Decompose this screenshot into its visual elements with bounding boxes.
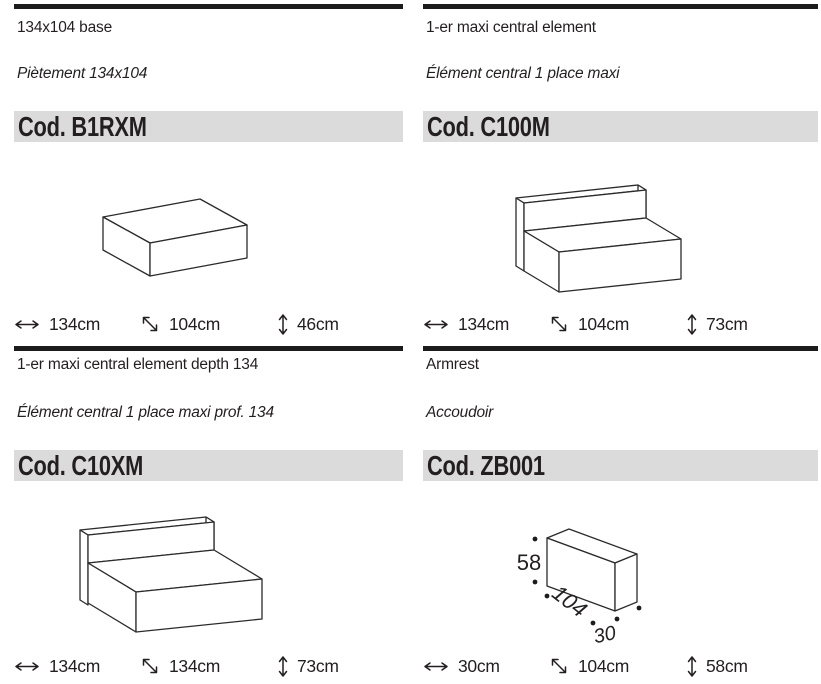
- depth-arrow-icon: [549, 656, 569, 676]
- base-ottoman-drawing: [102, 198, 248, 277]
- product-title-fr: Piètement 134x104: [17, 65, 148, 82]
- depth-arrow-icon: [140, 656, 160, 676]
- armrest-depth-label: 30: [592, 622, 618, 648]
- height-dimension: 73cm: [278, 654, 339, 678]
- depth-dimension: 104cm: [140, 312, 220, 336]
- dimension-row: 134cm 104cm 46cm: [14, 312, 403, 336]
- product-code-bar: Cod. C100M: [423, 111, 818, 142]
- dimension-value: 134cm: [458, 313, 510, 334]
- dimension-value: 46cm: [297, 313, 339, 334]
- product-title-en: 1-er maxi central element depth 134: [17, 356, 259, 373]
- dimension-value: 73cm: [297, 655, 339, 676]
- section-divider: [423, 346, 818, 351]
- dimension-value: 30cm: [458, 655, 500, 676]
- section-divider: [423, 4, 818, 9]
- dimension-value: 104cm: [578, 313, 630, 334]
- product-code: Cod. C10XM: [18, 450, 144, 481]
- product-cell-central-element-depth-134: 1-er maxi central element depth 134 Élém…: [14, 345, 403, 684]
- width-arrow-icon: [423, 660, 449, 673]
- section-divider: [14, 4, 403, 9]
- dimension-row: 30cm 104cm 58cm: [423, 654, 818, 678]
- product-title-en: 1-er maxi central element: [426, 19, 596, 36]
- dimension-value: 58cm: [706, 655, 748, 676]
- dimension-value: 104cm: [578, 655, 630, 676]
- product-code-bar: Cod. B1RXM: [14, 111, 403, 142]
- dimension-row: 134cm 134cm 73cm: [14, 654, 403, 678]
- product-title-en: 134x104 base: [17, 19, 112, 36]
- product-cell-armrest: Armrest Accoudoir Cod. ZB001 30cm 104cm: [423, 345, 818, 684]
- central-element-depth-134-drawing: [79, 516, 263, 633]
- height-arrow-icon: [687, 313, 697, 336]
- dimension-row: 134cm 104cm 73cm: [423, 312, 818, 336]
- width-arrow-icon: [423, 318, 449, 331]
- width-arrow-icon: [14, 660, 40, 673]
- dimension-value: 134cm: [49, 655, 101, 676]
- depth-arrow-icon: [549, 314, 569, 334]
- depth-dimension: 104cm: [549, 312, 629, 336]
- armrest-drawing: 58 104 30: [517, 528, 642, 648]
- product-code: Cod. ZB001: [427, 450, 545, 481]
- armrest-height-label: 58: [517, 550, 541, 575]
- height-dimension: 46cm: [278, 312, 339, 336]
- width-dimension: 134cm: [14, 312, 100, 336]
- product-code: Cod. C100M: [427, 111, 550, 142]
- product-title-fr: Accoudoir: [426, 404, 494, 421]
- dimension-value: 134cm: [49, 313, 101, 334]
- height-arrow-icon: [687, 655, 697, 678]
- product-code-bar: Cod. C10XM: [14, 450, 403, 481]
- product-title-en: Armrest: [426, 356, 479, 373]
- product-code: Cod. B1RXM: [18, 111, 147, 142]
- width-dimension: 30cm: [423, 654, 500, 678]
- product-title-fr: Élément central 1 place maxi prof. 134: [17, 404, 274, 421]
- height-arrow-icon: [278, 313, 288, 336]
- section-divider: [14, 346, 403, 351]
- dimension-value: 73cm: [706, 313, 748, 334]
- product-cell-central-element: 1-er maxi central element Élément centra…: [423, 0, 818, 345]
- height-arrow-icon: [278, 655, 288, 678]
- width-arrow-icon: [14, 318, 40, 331]
- height-dimension: 73cm: [687, 312, 748, 336]
- width-dimension: 134cm: [423, 312, 509, 336]
- depth-dimension: 134cm: [140, 654, 220, 678]
- product-code-bar: Cod. ZB001: [423, 450, 818, 481]
- dimension-value: 134cm: [169, 655, 221, 676]
- depth-arrow-icon: [140, 314, 160, 334]
- depth-dimension: 104cm: [549, 654, 629, 678]
- central-element-drawing: [515, 184, 682, 293]
- product-title-fr: Élément central 1 place maxi: [426, 65, 620, 82]
- dimension-value: 104cm: [169, 313, 221, 334]
- product-cell-base: 134x104 base Piètement 134x104 Cod. B1RX…: [14, 0, 403, 345]
- height-dimension: 58cm: [687, 654, 748, 678]
- width-dimension: 134cm: [14, 654, 100, 678]
